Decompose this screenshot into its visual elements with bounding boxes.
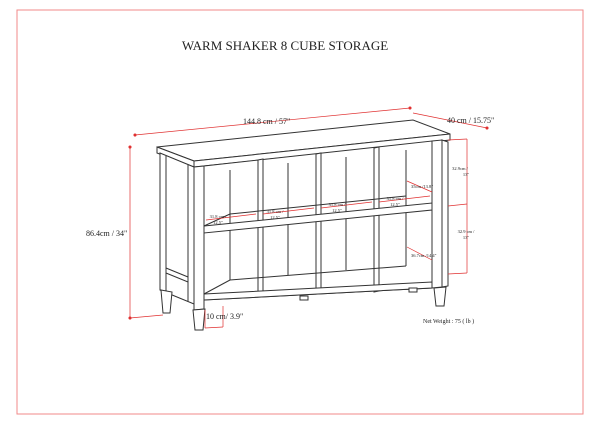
dimension-lines	[128, 106, 489, 329]
height-label: 86.4cm / 34"	[86, 229, 127, 238]
title: WARM SHAKER 8 CUBE STORAGE	[182, 38, 388, 53]
back-right-post	[441, 139, 449, 288]
divider-3	[373, 146, 380, 293]
upper-cube-height-label: 32.9cm /13"	[452, 166, 469, 177]
leg-front-left	[192, 308, 206, 331]
leg-front-right	[433, 286, 447, 307]
front-right-post	[431, 139, 443, 289]
divider-1	[257, 158, 264, 298]
left-side-panel	[159, 152, 195, 305]
bottom-shelf	[203, 281, 433, 301]
width-label: 144.8 cm / 57"	[243, 117, 290, 126]
front-left-post	[193, 165, 205, 311]
net-weight: Net Weight : 75 ( lb )	[423, 318, 474, 325]
leg-back-left	[160, 289, 173, 314]
floor-glide	[408, 287, 418, 293]
cube-width-label: 31.8 cm /12.5"	[267, 209, 285, 220]
storage-unit	[156, 119, 451, 331]
middle-shelf	[203, 202, 433, 234]
leg-height-label: 10 cm/ 3.9"	[206, 312, 243, 321]
lower-cube-height-label: 32.9 cm /13"	[458, 229, 476, 240]
page-border	[16, 9, 584, 415]
lower-cube-depth-label: 36.7cm /14.4"	[411, 253, 437, 258]
upper-cube-depth-label: 35cm /13.8"	[411, 184, 433, 189]
cube-width-label: 31.8 cm /12.5"	[210, 214, 228, 225]
side-stretcher	[165, 267, 189, 283]
cube-width-label: 31.8 cm /12.5"	[329, 202, 347, 213]
depth-label: 40 cm / 15.75"	[447, 116, 494, 125]
floor-glide	[299, 295, 309, 301]
cube-width-label: 31.8 cm /12.5"	[387, 196, 405, 207]
